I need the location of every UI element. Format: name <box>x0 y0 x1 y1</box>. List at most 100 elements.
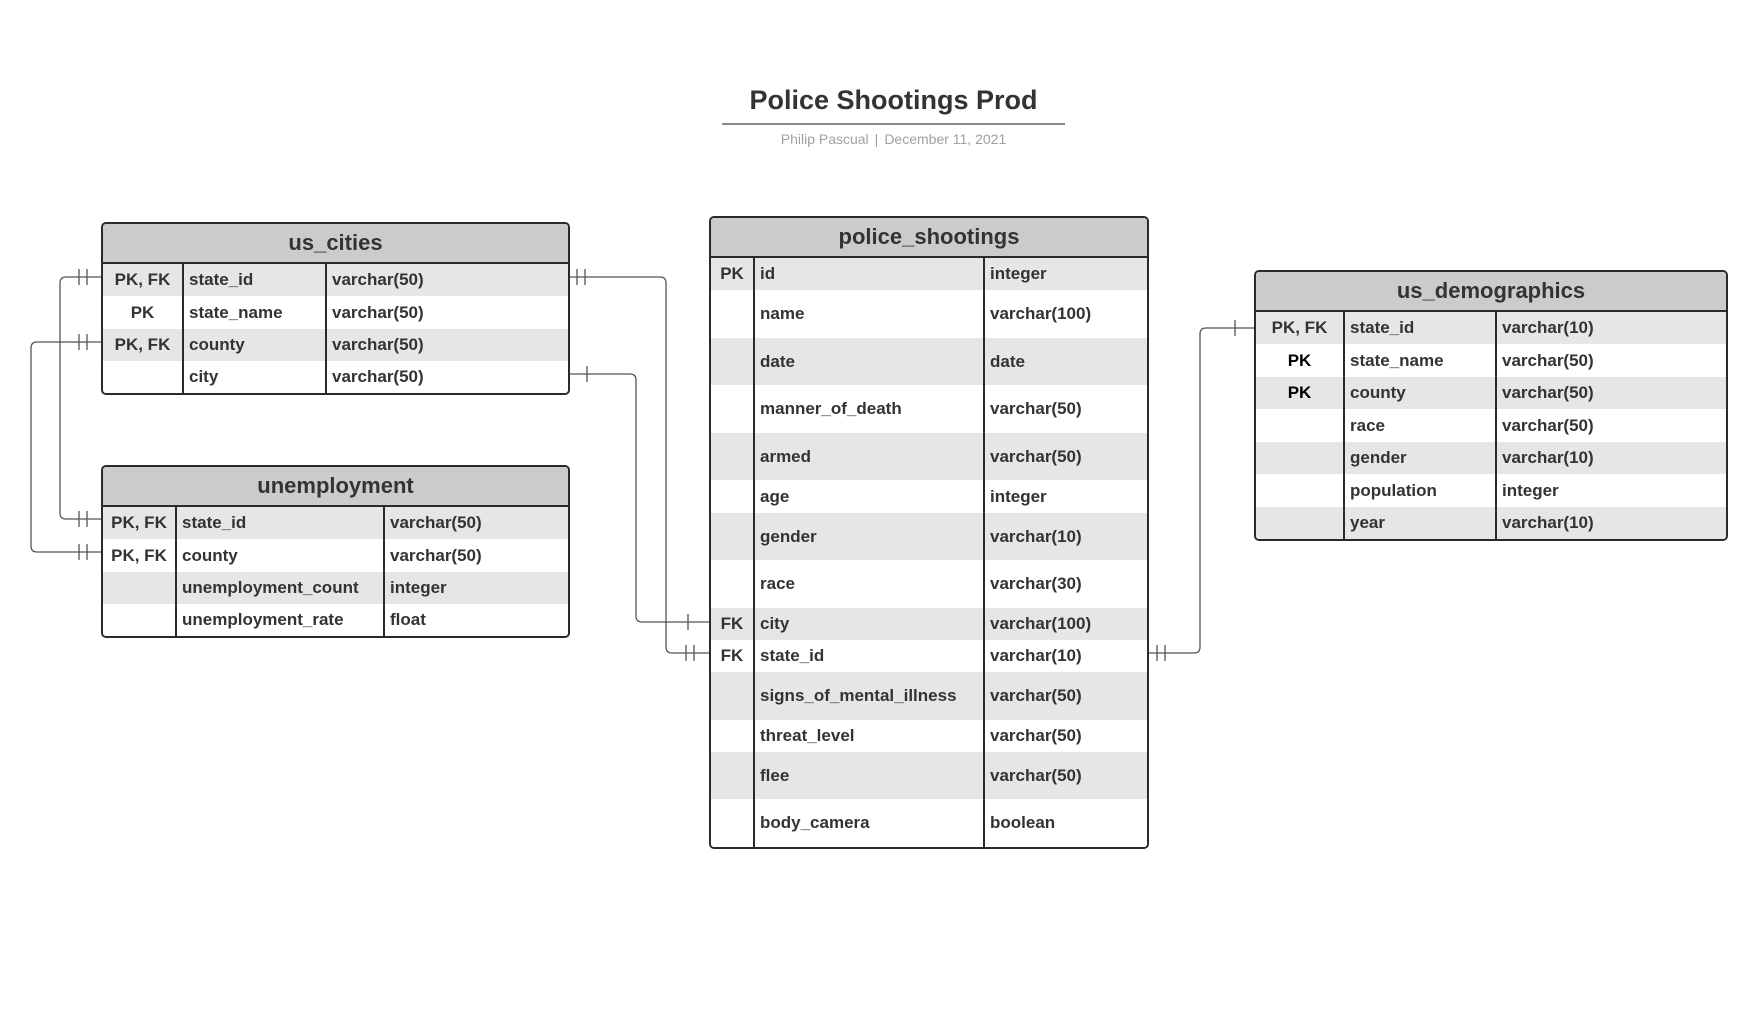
table-row: manner_of_death varchar(50) <box>711 385 1147 433</box>
field-name-cell: race <box>755 560 985 608</box>
table-row: gender varchar(10) <box>1256 442 1726 474</box>
key-cell: PK, FK <box>103 507 177 539</box>
table-row: PK, FK state_id varchar(50) <box>103 264 568 296</box>
field-name-cell: city <box>184 361 327 393</box>
key-cell <box>711 560 755 608</box>
field-type-cell: varchar(50) <box>332 302 424 322</box>
field-type-cell: varchar(50) <box>990 686 1082 705</box>
key-cell <box>711 672 755 720</box>
entity-police-shootings[interactable]: police_shootings PK id integer name varc… <box>709 216 1149 849</box>
field-type-cell: varchar(50) <box>390 513 482 532</box>
key-cell <box>1256 507 1345 539</box>
key-cell <box>711 433 755 480</box>
key-cell: PK <box>1256 344 1345 377</box>
field-name-cell: county <box>177 539 385 572</box>
entity-title: us_cities <box>103 224 568 264</box>
subtitle-separator: | <box>874 131 879 147</box>
field-name-cell: state_name <box>1345 344 1497 377</box>
table-row: body_camera boolean <box>711 799 1147 847</box>
diagram-date: December 11, 2021 <box>884 131 1007 147</box>
table-row: city varchar(50) <box>103 361 568 393</box>
field-type-cell: varchar(10) <box>990 646 1082 665</box>
table-row: PK, FK county varchar(50) <box>103 329 568 361</box>
table-row: PK, FK state_id varchar(50) <box>103 507 568 539</box>
field-name-cell: state_id <box>755 640 985 672</box>
table-row: PK, FK county varchar(50) <box>103 539 568 572</box>
entity-title: unemployment <box>103 467 568 507</box>
field-name-cell: id <box>755 258 985 290</box>
table-row: PK county varchar(50) <box>1256 377 1726 409</box>
diagram-header: Police Shootings Prod Philip Pascual | Dec… <box>722 80 1065 147</box>
key-cell <box>103 572 177 604</box>
connector-shootings-demographics-state <box>1145 327 1254 654</box>
key-cell <box>711 799 755 847</box>
field-type-cell: varchar(50) <box>1502 415 1594 435</box>
field-name-cell: signs_of_mental_illness <box>755 672 985 720</box>
field-type-cell: varchar(50) <box>990 726 1082 745</box>
author-name: Philip Pascual <box>780 131 869 147</box>
field-type-cell: varchar(50) <box>990 399 1082 418</box>
field-type-cell: varchar(10) <box>1502 318 1594 337</box>
key-cell <box>711 513 755 560</box>
field-name-cell: name <box>755 290 985 338</box>
field-name-cell: city <box>755 608 985 640</box>
field-type-cell: varchar(50) <box>332 270 424 289</box>
connector-cities-unemployment-state <box>59 276 101 520</box>
table-row: unemployment_count integer <box>103 572 568 604</box>
table-row: age integer <box>711 480 1147 513</box>
entity-title: us_demographics <box>1256 272 1726 312</box>
field-name-cell: threat_level <box>755 720 985 752</box>
table-row: PK state_name varchar(50) <box>1256 344 1726 377</box>
field-type-cell: float <box>390 610 426 629</box>
table-row: signs_of_mental_illness varchar(50) <box>711 672 1147 720</box>
table-row: year varchar(10) <box>1256 507 1726 539</box>
table-row: name varchar(100) <box>711 290 1147 338</box>
field-name-cell: population <box>1345 474 1497 507</box>
field-name-cell: unemployment_count <box>177 572 385 604</box>
entity-unemployment[interactable]: unemployment PK, FK state_id varchar(50)… <box>101 465 570 638</box>
field-name-cell: race <box>1345 409 1497 442</box>
field-type-cell: integer <box>1502 480 1559 500</box>
table-row: threat_level varchar(50) <box>711 720 1147 752</box>
key-cell: PK, FK <box>103 539 177 572</box>
key-cell <box>711 385 755 433</box>
field-type-cell: integer <box>990 264 1047 283</box>
entity-us-demographics[interactable]: us_demographics PK, FK state_id varchar(… <box>1254 270 1728 541</box>
key-cell: FK <box>711 640 755 672</box>
table-row: flee varchar(50) <box>711 752 1147 799</box>
table-row: FK city varchar(100) <box>711 608 1147 640</box>
table-row: PK, FK state_id varchar(10) <box>1256 312 1726 344</box>
connector-cities-unemployment-county <box>30 341 101 553</box>
key-cell: PK <box>711 258 755 290</box>
field-name-cell: body_camera <box>755 799 985 847</box>
table-row: race varchar(30) <box>711 560 1147 608</box>
entity-us-cities[interactable]: us_cities PK, FK state_id varchar(50) PK… <box>101 222 570 395</box>
field-name-cell: county <box>1345 377 1497 409</box>
field-name-cell: armed <box>755 433 985 480</box>
field-type-cell: varchar(50) <box>1502 350 1594 370</box>
field-name-cell: gender <box>1345 442 1497 474</box>
table-row: PK id integer <box>711 258 1147 290</box>
diagram-title: Police Shootings Prod <box>749 85 1038 115</box>
field-type-cell: varchar(50) <box>1502 383 1594 402</box>
field-type-cell: varchar(10) <box>990 526 1082 546</box>
field-name-cell: unemployment_rate <box>177 604 385 636</box>
field-name-cell: county <box>184 329 327 361</box>
table-row: armed varchar(50) <box>711 433 1147 480</box>
field-type-cell: varchar(50) <box>390 545 482 565</box>
table-row: unemployment_rate float <box>103 604 568 636</box>
table-row: population integer <box>1256 474 1726 507</box>
table-row: gender varchar(10) <box>711 513 1147 560</box>
key-cell: PK <box>1256 377 1345 409</box>
key-cell <box>711 290 755 338</box>
field-type-cell: varchar(50) <box>332 335 424 354</box>
field-name-cell: date <box>755 338 985 385</box>
field-type-cell: varchar(50) <box>990 765 1082 785</box>
diagram-subtitle: Philip Pascual | December 11, 2021 <box>722 131 1065 147</box>
key-cell <box>103 604 177 636</box>
connector-cities-shootings-state <box>566 276 709 654</box>
field-type-cell: integer <box>390 578 447 597</box>
field-type-cell: varchar(50) <box>332 367 424 386</box>
title-underline <box>722 123 1065 125</box>
